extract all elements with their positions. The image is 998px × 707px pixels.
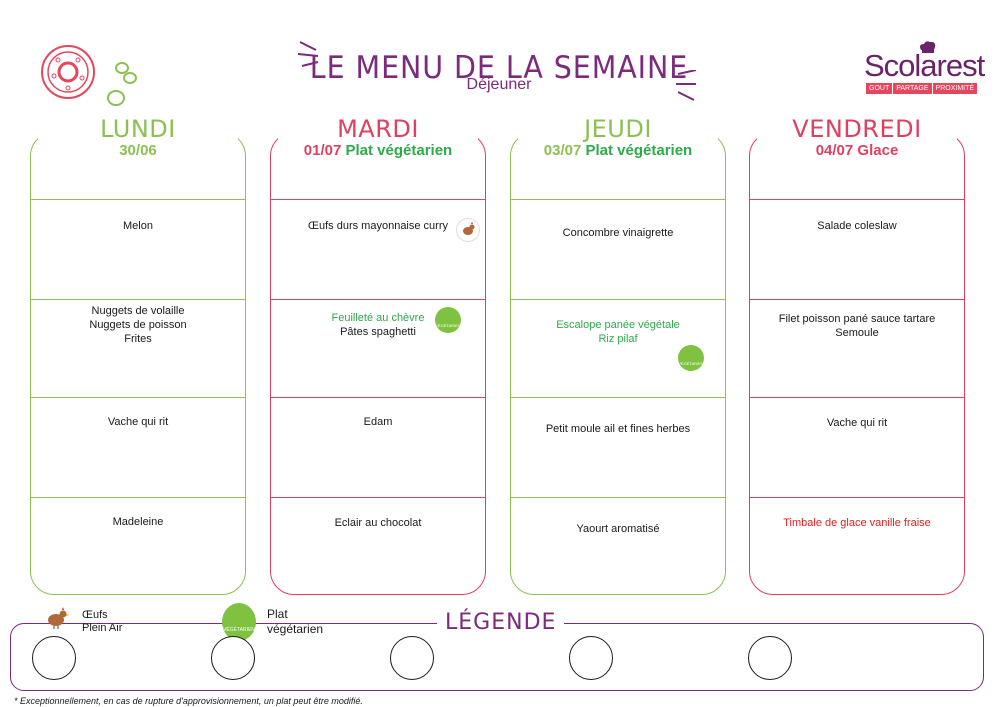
logo-tagline: GOUT PARTAGE PROXIMITÉ — [866, 83, 978, 94]
pizza-icon — [41, 45, 137, 106]
row-divider — [31, 497, 245, 498]
menu-item-cheese: Vache qui rit — [107, 416, 169, 428]
vegetarian-badge-icon: VÉGÉTARIEN — [435, 307, 461, 333]
vegetarian-badge-label: VÉGÉTARIEN — [678, 361, 704, 366]
menu-item-main: Nuggets de volaille Nuggets de poisson F… — [89, 305, 187, 345]
vegetarian-badge-label: VÉGÉTARIEN — [435, 323, 461, 328]
day-date-value: 01/07 — [303, 142, 342, 159]
hen-icon — [48, 607, 69, 629]
day-date-value: 30/06 — [119, 142, 157, 159]
row-divider — [31, 299, 245, 300]
legend-title: LÉGENDE — [437, 610, 565, 635]
row-divider — [511, 299, 725, 300]
day-name: LUNDI — [38, 115, 238, 143]
day-theme: Glace — [857, 142, 899, 159]
row-divider — [511, 497, 725, 498]
logo: Scolarest — [864, 48, 985, 83]
day-name: VENDREDI — [757, 115, 957, 143]
vegetarian-badge-icon: VÉGÉTARIEN — [678, 345, 704, 371]
menu-item-cheese: Vache qui rit — [826, 417, 888, 429]
day-date-value: 03/07 — [543, 142, 582, 159]
row-divider — [750, 199, 964, 200]
menu-item-dessert: Eclair au chocolat — [334, 517, 422, 529]
day-date-value: 04/07 — [815, 142, 854, 159]
menu-item-dessert: Yaourt aromatisé — [576, 523, 660, 535]
row-divider — [750, 299, 964, 300]
menu-item-main-veg: Escalope panée végétale Riz pilaf — [556, 319, 680, 345]
menu-item-dessert: Timbale de glace vanille fraise — [783, 517, 931, 529]
menu-item-starter: Melon — [123, 220, 153, 232]
row-divider — [31, 199, 245, 200]
menu-item-cheese: Petit moule ail et fines herbes — [545, 423, 691, 435]
page-subtitle: Déjeuner — [466, 76, 532, 93]
day-name: JEUDI — [518, 115, 718, 143]
row-divider — [271, 497, 485, 498]
title-flourish-right-icon — [676, 70, 697, 101]
legend-circle — [390, 636, 434, 680]
menu-item-cheese: Edam — [363, 416, 393, 428]
egg-badge-icon — [456, 218, 480, 242]
row-divider — [750, 397, 964, 398]
menu-item-starter: Œufs durs mayonnaise curry — [308, 220, 448, 232]
row-divider — [511, 397, 725, 398]
day-date: 03/07 Plat végétarien — [510, 142, 726, 159]
menu-item-starter: Concombre vinaigrette — [562, 227, 674, 239]
menu-item-main: Filet poisson pané sauce tartare Semoule — [778, 313, 936, 339]
legend-circle — [569, 636, 613, 680]
row-divider — [271, 299, 485, 300]
logo-tag: GOUT — [866, 83, 893, 94]
day-date: 30/06 — [30, 142, 246, 159]
row-divider — [750, 497, 964, 498]
row-divider — [511, 199, 725, 200]
legend-circle — [211, 636, 255, 680]
day-date: 04/07 Glace — [749, 142, 965, 159]
vegetarian-legend-icon: VÉGÉTARIEN — [222, 603, 256, 641]
vegetarian-badge-label: VÉGÉTARIEN — [223, 627, 255, 633]
day-date: 01/07 Plat végétarien — [270, 142, 486, 159]
row-divider — [31, 397, 245, 398]
menu-item-dessert: Madeleine — [112, 516, 164, 528]
page-title: LE MENU DE LA SEMAINE — [309, 50, 689, 86]
logo-tag: PROXIMITÉ — [932, 83, 978, 94]
footnote: * Exceptionnellement, en cas de rupture … — [14, 696, 363, 706]
legend-circle — [32, 636, 76, 680]
menu-item-main-veg: Feuilleté au chèvre — [331, 312, 425, 324]
legend-egg-label: Œufs Plein Air — [82, 609, 123, 634]
day-theme: Plat végétarien — [585, 142, 693, 159]
row-divider — [271, 397, 485, 398]
title-flourish-left-icon — [297, 41, 319, 67]
legend-circle — [748, 636, 792, 680]
chef-hat-icon — [920, 41, 936, 53]
row-divider — [271, 199, 485, 200]
menu-item-side: Pâtes spaghetti — [340, 326, 416, 338]
menu-item-starter: Salade coleslaw — [817, 220, 897, 232]
day-name: MARDI — [278, 115, 478, 143]
legend-veg-label: Plat végétarien — [267, 607, 324, 636]
logo-tag: PARTAGE — [893, 83, 932, 94]
day-theme: Plat végétarien — [345, 142, 453, 159]
